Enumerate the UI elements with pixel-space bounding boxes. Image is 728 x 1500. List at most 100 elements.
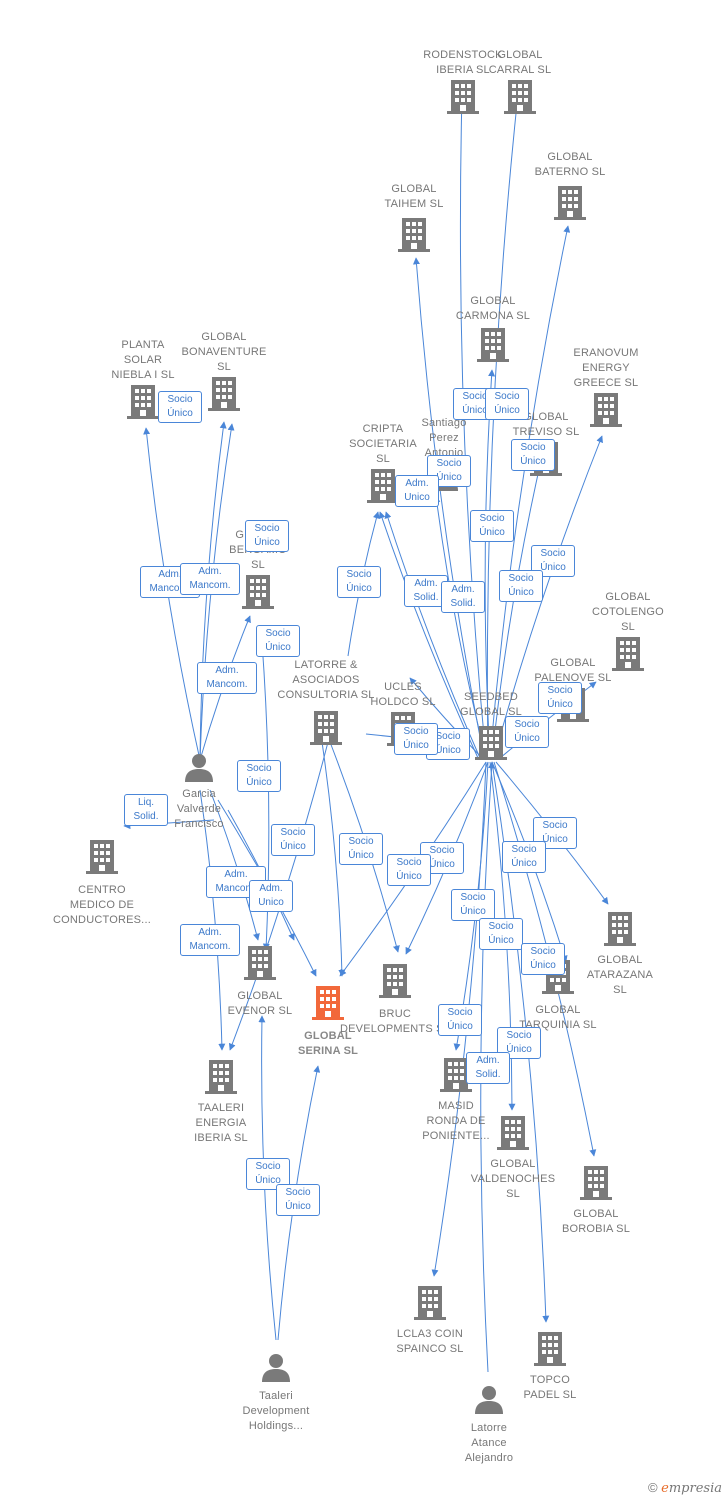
node-ucles-holdco[interactable]: UCLES HOLDCO SL	[364, 680, 442, 751]
node-label: GLOBAL CARRAL SL	[488, 49, 552, 76]
node-global-carral[interactable]: GLOBAL CARRAL SL	[484, 48, 556, 119]
relation-tag[interactable]: Socio Único	[271, 824, 315, 856]
node-taaleri-energia-iberia[interactable]: TAALERI ENERGIA IBERIA SL	[180, 1058, 262, 1146]
node-cripta-societaria[interactable]: CRIPTA SOCIETARIA SL	[342, 422, 424, 508]
relation-tag[interactable]: Socio Único	[499, 570, 543, 602]
relation-tag[interactable]: Socio Único	[479, 918, 523, 950]
person-icon	[475, 1386, 503, 1414]
node-label: GLOBAL CARMONA SL	[455, 295, 531, 322]
node-centro-medico[interactable]: CENTRO MEDICO DE CONDUCTORES...	[44, 838, 160, 928]
relation-tag[interactable]: Adm. Mancom.	[197, 662, 257, 694]
node-label: TOPCO PADEL SL	[523, 1374, 577, 1401]
node-masid-ronda-poniente[interactable]: MASID RONDA DE PONIENTE...	[414, 1056, 498, 1144]
node-seedbed-global[interactable]: SEEDBED GLOBAL SL	[450, 690, 532, 765]
building-icon	[612, 637, 644, 671]
relation-tag[interactable]: Adm. Mancom.	[180, 924, 240, 956]
node-planta-solar-niebla[interactable]: PLANTA SOLAR NIEBLA I SL	[102, 338, 184, 424]
relation-tag[interactable]: Socio Único	[337, 566, 381, 598]
relation-tag[interactable]: Liq. Solid.	[124, 794, 168, 826]
brand-logo: © empresia	[648, 1480, 722, 1496]
node-global-treviso[interactable]: GLOBAL TREVISO SL	[506, 410, 586, 481]
relation-tag[interactable]: Socio Único	[470, 510, 514, 542]
relationship-edge	[489, 225, 571, 759]
relation-tag[interactable]: Socio Único	[538, 682, 582, 714]
node-label: RODENSTOCK IBERIA SL	[423, 49, 503, 76]
node-garcia-valverde-francisco[interactable]: Garcia Valverde Francisco	[160, 752, 238, 832]
building-icon	[475, 726, 507, 760]
relationship-edge	[412, 257, 485, 759]
building-icon	[127, 385, 159, 419]
node-eranovum-energy-greece[interactable]: ERANOVUM ENERGY GREECE SL	[566, 346, 646, 432]
node-global-valdenoches[interactable]: GLOBAL VALDENOCHES SL	[466, 1114, 560, 1202]
node-latorre-asociados[interactable]: LATORRE & ASOCIADOS CONSULTORIA SL	[270, 658, 382, 750]
relationship-edge	[209, 789, 260, 941]
node-lcla3-coin-spainco[interactable]: LCLA3 COIN SPAINCO SL	[388, 1284, 472, 1357]
relation-tag[interactable]: Adm. Solid.	[466, 1052, 510, 1084]
node-global-atarazana[interactable]: GLOBAL ATARAZANA SL	[580, 910, 660, 998]
brand-name: mpresia	[668, 1481, 722, 1496]
node-label: LATORRE & ASOCIADOS CONSULTORIA SL	[277, 659, 375, 701]
node-global-bonaventure[interactable]: GLOBAL BONAVENTURE SL	[178, 330, 270, 416]
node-global-serina-focus[interactable]: GLOBAL SERINA SL	[286, 984, 370, 1059]
relation-tag[interactable]: Socio Único	[237, 760, 281, 792]
relation-tag[interactable]: Socio Único	[521, 943, 565, 975]
relationship-edge	[378, 511, 479, 759]
building-icon	[244, 946, 276, 980]
node-label: Taaleri Development Holdings...	[242, 1390, 310, 1432]
relation-tag[interactable]: Socio Único	[485, 388, 529, 420]
relation-tag[interactable]: Adm. Unico	[249, 880, 293, 912]
node-global-palenove[interactable]: GLOBAL PALENOVE SL	[530, 656, 616, 727]
relation-tag[interactable]: Socio Único	[497, 1027, 541, 1059]
relationship-edge	[458, 93, 487, 759]
relation-tag[interactable]: Adm. Unico	[395, 475, 439, 507]
relation-tag[interactable]: Socio Único	[502, 841, 546, 873]
node-label: SEEDBED GLOBAL SL	[460, 691, 522, 718]
person-icon	[262, 1354, 290, 1382]
relation-tag[interactable]: Adm. Mancom.	[180, 563, 240, 595]
node-global-evenor[interactable]: GLOBAL EVENOR SL	[220, 944, 300, 1019]
copyright-symbol: ©	[647, 1480, 658, 1495]
relationship-edge	[493, 435, 603, 759]
relation-tag[interactable]: Socio Único	[505, 716, 549, 748]
relation-tag[interactable]: Socio Único	[387, 854, 431, 886]
relation-tag[interactable]: Adm. Solid.	[404, 575, 448, 607]
building-icon	[554, 186, 586, 220]
building-icon	[205, 1060, 237, 1094]
node-global-carmona[interactable]: GLOBAL CARMONA SL	[450, 294, 536, 367]
node-label: LCLA3 COIN SPAINCO SL	[396, 1328, 464, 1355]
node-global-borobia[interactable]: GLOBAL BOROBIA SL	[554, 1164, 638, 1237]
node-label: GLOBAL EVENOR SL	[227, 990, 293, 1017]
node-global-baterno[interactable]: GLOBAL BATERNO SL	[530, 150, 610, 225]
node-label: BRUC DEVELOPMENTS SL	[340, 1008, 450, 1035]
relation-tag[interactable]: Adm. Solid.	[441, 581, 485, 613]
node-taaleri-development-holdings[interactable]: Taaleri Development Holdings...	[226, 1352, 326, 1434]
node-label: CENTRO MEDICO DE CONDUCTORES...	[53, 884, 151, 926]
brand-initial: e	[661, 1481, 669, 1496]
building-icon	[590, 393, 622, 427]
node-rodenstock-iberia[interactable]: RODENSTOCK IBERIA SL	[418, 48, 508, 119]
node-label: PLANTA SOLAR NIEBLA I SL	[111, 339, 175, 381]
node-topco-padel[interactable]: TOPCO PADEL SL	[508, 1330, 592, 1403]
relation-tag[interactable]: Socio Único	[276, 1184, 320, 1216]
node-label: Latorre Atance Alejandro	[464, 1422, 514, 1464]
relation-tag[interactable]: Socio Único	[158, 391, 202, 423]
relation-tag[interactable]: Socio Único	[246, 1158, 290, 1190]
node-global-taihem[interactable]: GLOBAL TAIHEM SL	[376, 182, 452, 257]
relationship-edge	[491, 455, 545, 759]
node-latorre-atance-alejandro[interactable]: Latorre Atance Alejandro	[450, 1384, 528, 1466]
relation-tag[interactable]: Socio Único	[339, 833, 383, 865]
building-icon	[604, 912, 636, 946]
relation-tag[interactable]: Socio Único	[394, 723, 438, 755]
relation-tag[interactable]: Socio Único	[438, 1004, 482, 1036]
relation-tag[interactable]: Socio Único	[451, 889, 495, 921]
node-bruc-developments[interactable]: BRUC DEVELOPMENTS SL	[336, 962, 454, 1037]
building-icon	[497, 1116, 529, 1150]
node-label: TAALERI ENERGIA IBERIA SL	[194, 1102, 248, 1144]
relation-tag[interactable]: Socio Único	[256, 625, 300, 657]
node-global-cotolengo[interactable]: GLOBAL COTOLENGO SL	[588, 590, 668, 676]
node-label: GLOBAL COTOLENGO SL	[592, 591, 664, 633]
relationship-edge	[484, 369, 496, 759]
relation-tag[interactable]: Socio Único	[245, 520, 289, 552]
node-label: GLOBAL TREVISO SL	[512, 411, 580, 438]
relation-tag[interactable]: Socio Único	[511, 439, 555, 471]
